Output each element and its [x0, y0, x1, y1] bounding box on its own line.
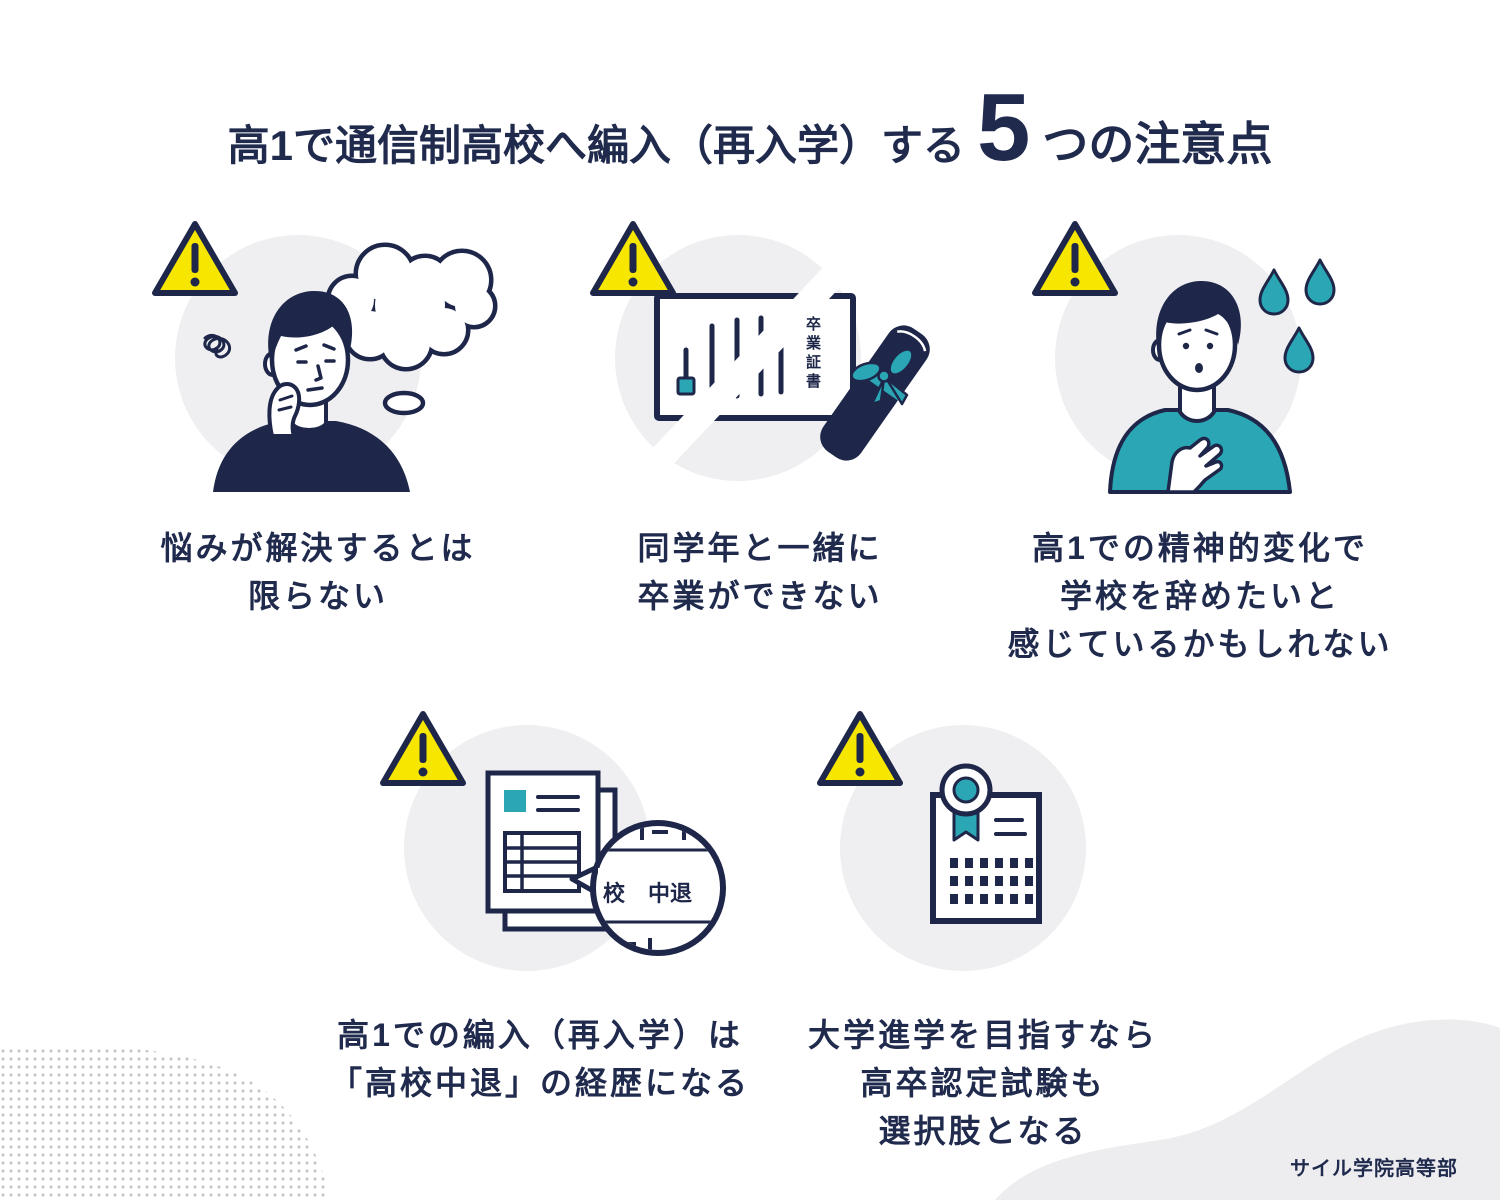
caption-line: 高1での編入（再入学）は	[337, 1017, 743, 1053]
point-1-caption: 悩みが解決するとは 限らない	[118, 524, 518, 620]
point-2-caption: 同学年と一緒に 卒業ができない	[560, 524, 960, 620]
squiggle-icon	[203, 333, 232, 359]
caption-line: 悩みが解決するとは	[160, 530, 476, 566]
caption-line: 卒業ができない	[637, 578, 883, 614]
caption-line: 感じているかもしれない	[1007, 626, 1393, 662]
point-5-caption: 大学進学を目指すなら 高卒認定試験も 選択肢となる	[773, 1011, 1193, 1155]
page-title: 高1で通信制高校へ編入（再入学）する 5 つの注意点	[0, 80, 1500, 176]
point-4-caption: 高1での編入（再入学）は 「高校中退」の経歴になる	[320, 1011, 760, 1107]
brand-name: サイル学院高等部	[1290, 1158, 1458, 1180]
magnifier-text-school: 校	[603, 881, 626, 906]
prohibition-slash	[638, 253, 856, 481]
diploma-label: 卒業証書	[804, 316, 821, 392]
diploma-illustration	[638, 253, 930, 481]
ribbon-bow-icon	[850, 348, 914, 406]
answer-grid	[950, 858, 1033, 904]
magnifier-icon: 校 中退	[569, 820, 726, 956]
caption-line: 限らない	[247, 578, 388, 614]
badge-icon	[939, 763, 993, 817]
warning-icon	[380, 711, 466, 786]
caption-line: 学校を辞めたいと	[1059, 578, 1340, 614]
point-3-caption: 高1での精神的変化で 学校を辞めたいと 感じているかもしれない	[980, 524, 1420, 668]
title-prefix: 高1で通信制高校へ編入（再入学）する	[227, 122, 965, 169]
caption-line: 大学進学を目指すなら	[807, 1017, 1158, 1053]
caption-line: 高卒認定試験も	[860, 1065, 1106, 1101]
sweat-drops-icon	[1258, 258, 1336, 374]
caption-line: 「高校中退」の経歴になる	[329, 1065, 750, 1101]
documents-illustration: 校 中退	[485, 770, 726, 956]
title-number: 5	[976, 74, 1031, 181]
worried-person-illustration	[203, 242, 498, 492]
hand-icon	[1166, 436, 1224, 494]
warning-icon	[817, 711, 903, 786]
warning-icon	[152, 221, 238, 296]
title-suffix: つの注意点	[1042, 118, 1273, 170]
dotted-pattern-decoration	[0, 1045, 330, 1200]
caption-line: 高1での精神的変化で	[1032, 530, 1368, 566]
warning-icon	[590, 221, 676, 296]
anxious-person-illustration	[1108, 258, 1336, 494]
caption-line: 選択肢となる	[878, 1113, 1088, 1149]
warning-icon	[1032, 221, 1118, 296]
exam-sheet-illustration	[930, 763, 1042, 924]
caption-line: 同学年と一緒に	[637, 530, 883, 566]
magnifier-text-dropout: 中退	[648, 881, 692, 906]
background-blob-decoration	[995, 1019, 1500, 1200]
